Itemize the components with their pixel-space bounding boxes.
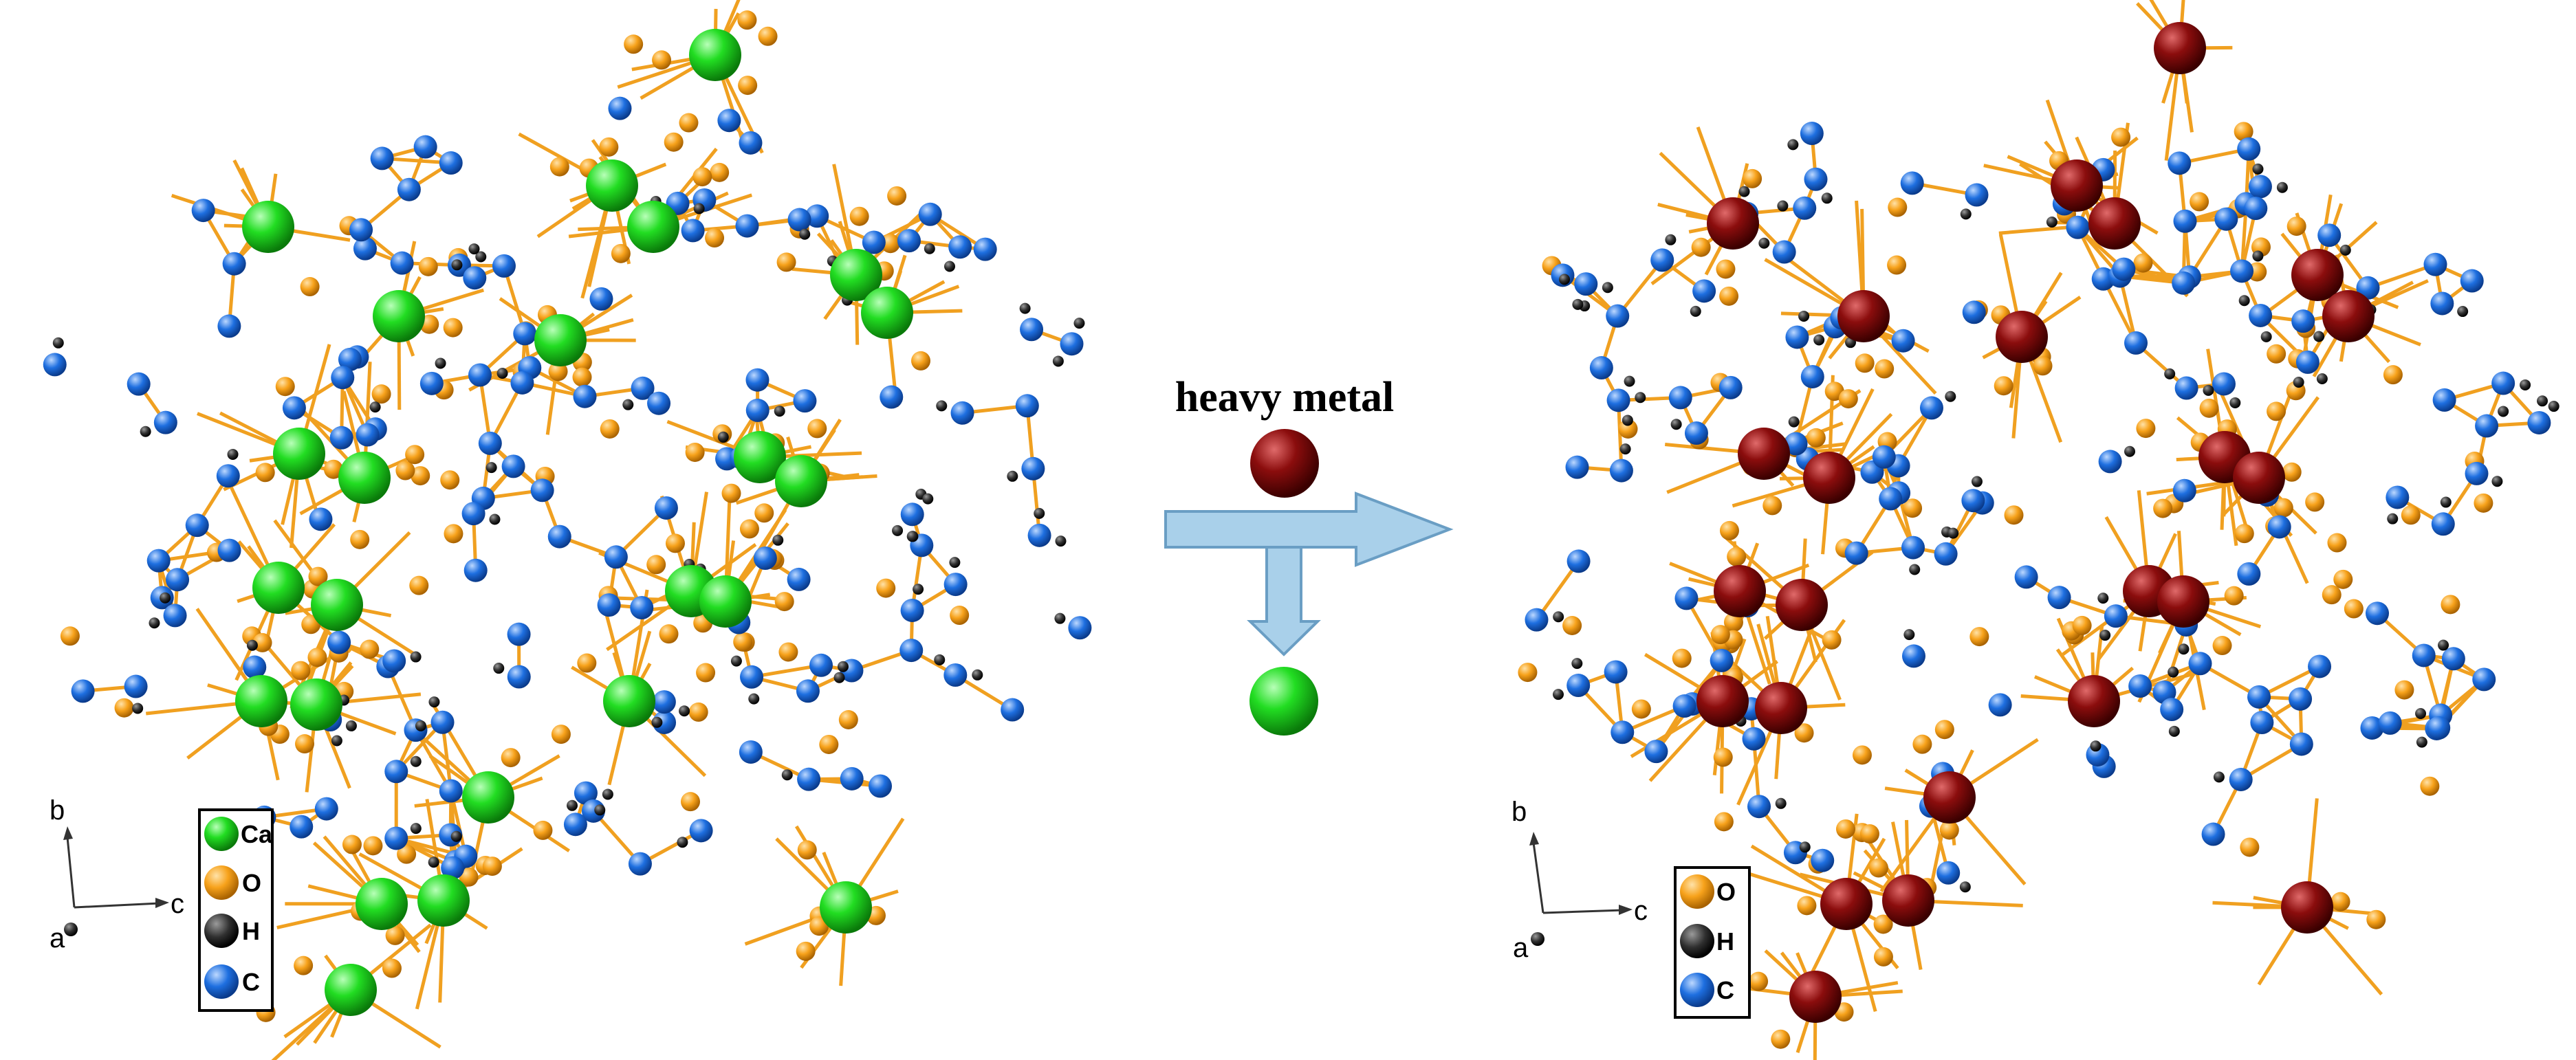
heavy-metal-atom-icon [1250,429,1319,498]
left-atom-legend: Ca O H C [198,808,274,1012]
legend-h-swatch [204,914,239,948]
legend-o-label: O [242,869,261,897]
axis-c-label: c [171,889,184,919]
axis-b-label: b [50,795,65,826]
left-axes-indicator: b c a [50,795,184,953]
legend-h-swatch [1680,924,1714,958]
legend-c-label: C [1716,976,1734,1004]
legend-o-swatch [204,865,239,900]
axis-a-label: a [1513,933,1529,963]
legend-ca-swatch [204,817,239,851]
legend-o-label: O [1716,878,1736,906]
calcium-atom-icon [1249,667,1318,736]
axis-c-label: c [1634,896,1648,926]
horizontal-arrow-icon [1164,492,1454,567]
right-axes-indicator: b c a [1511,797,1648,963]
heavy-metal-label: heavy metal [1175,374,1395,421]
legend-c-label: C [242,968,260,996]
legend-c-swatch [1680,973,1714,1007]
legend-o-swatch [1680,874,1714,909]
left-calcium-crystal-structure [43,0,1092,1060]
right-heavy-metal-crystal-structure [1518,0,2559,1060]
atoms [1518,22,2559,1049]
axis-a-label: a [50,923,65,953]
right-atom-legend: O H C [1674,866,1751,1019]
legend-h-label: H [242,917,260,945]
downward-arrow-icon [1247,546,1321,656]
axis-b-label: b [1511,797,1527,827]
legend-h-label: H [1716,927,1734,956]
legend-c-swatch [204,964,239,999]
center-exchange-diagram: heavy metal [1164,374,1454,736]
legend-ca-label: Ca [241,820,273,848]
